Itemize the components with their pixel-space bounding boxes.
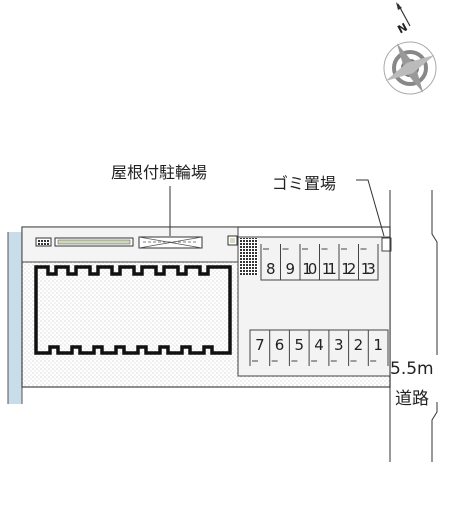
parking-slot-9: 9 bbox=[285, 260, 295, 278]
parking-lot bbox=[237, 236, 391, 377]
road-width-label: 5.5m bbox=[390, 359, 434, 379]
parking-slot-1: 1 bbox=[373, 336, 383, 354]
parking-slot-5: 5 bbox=[295, 336, 305, 354]
parking-slot-11: 11 bbox=[322, 260, 337, 278]
garbage-area-label: ゴミ置場 bbox=[272, 174, 337, 193]
parking-slot-4: 4 bbox=[314, 336, 324, 354]
parking-slot-12: 12 bbox=[341, 260, 356, 278]
grid-pavement bbox=[239, 238, 258, 275]
parking-slot-2: 2 bbox=[354, 336, 364, 354]
parking-lower-row bbox=[249, 329, 389, 366]
garbage-area-leader bbox=[356, 179, 385, 237]
parking-slot-10: 10 bbox=[302, 260, 317, 278]
parking-slot-6: 6 bbox=[275, 336, 285, 354]
parking-slot-8: 8 bbox=[266, 260, 276, 278]
garbage-area bbox=[381, 237, 392, 252]
meter-box bbox=[35, 237, 52, 247]
bicycle-parking-area bbox=[138, 236, 203, 249]
river-strip bbox=[8, 232, 22, 404]
road bbox=[389, 190, 438, 462]
parking-slot-7: 7 bbox=[255, 336, 265, 354]
building bbox=[34, 265, 232, 355]
parking-upper-row bbox=[260, 244, 379, 281]
road-name-label: 道路 bbox=[395, 389, 429, 409]
parking-slot-3: 3 bbox=[334, 336, 344, 354]
site-ground bbox=[22, 262, 390, 387]
bicycle-parking-label: 屋根付駐輪場 bbox=[111, 163, 208, 182]
parking-slot-13: 13 bbox=[361, 260, 376, 278]
compass-rose-icon bbox=[383, 2, 437, 95]
